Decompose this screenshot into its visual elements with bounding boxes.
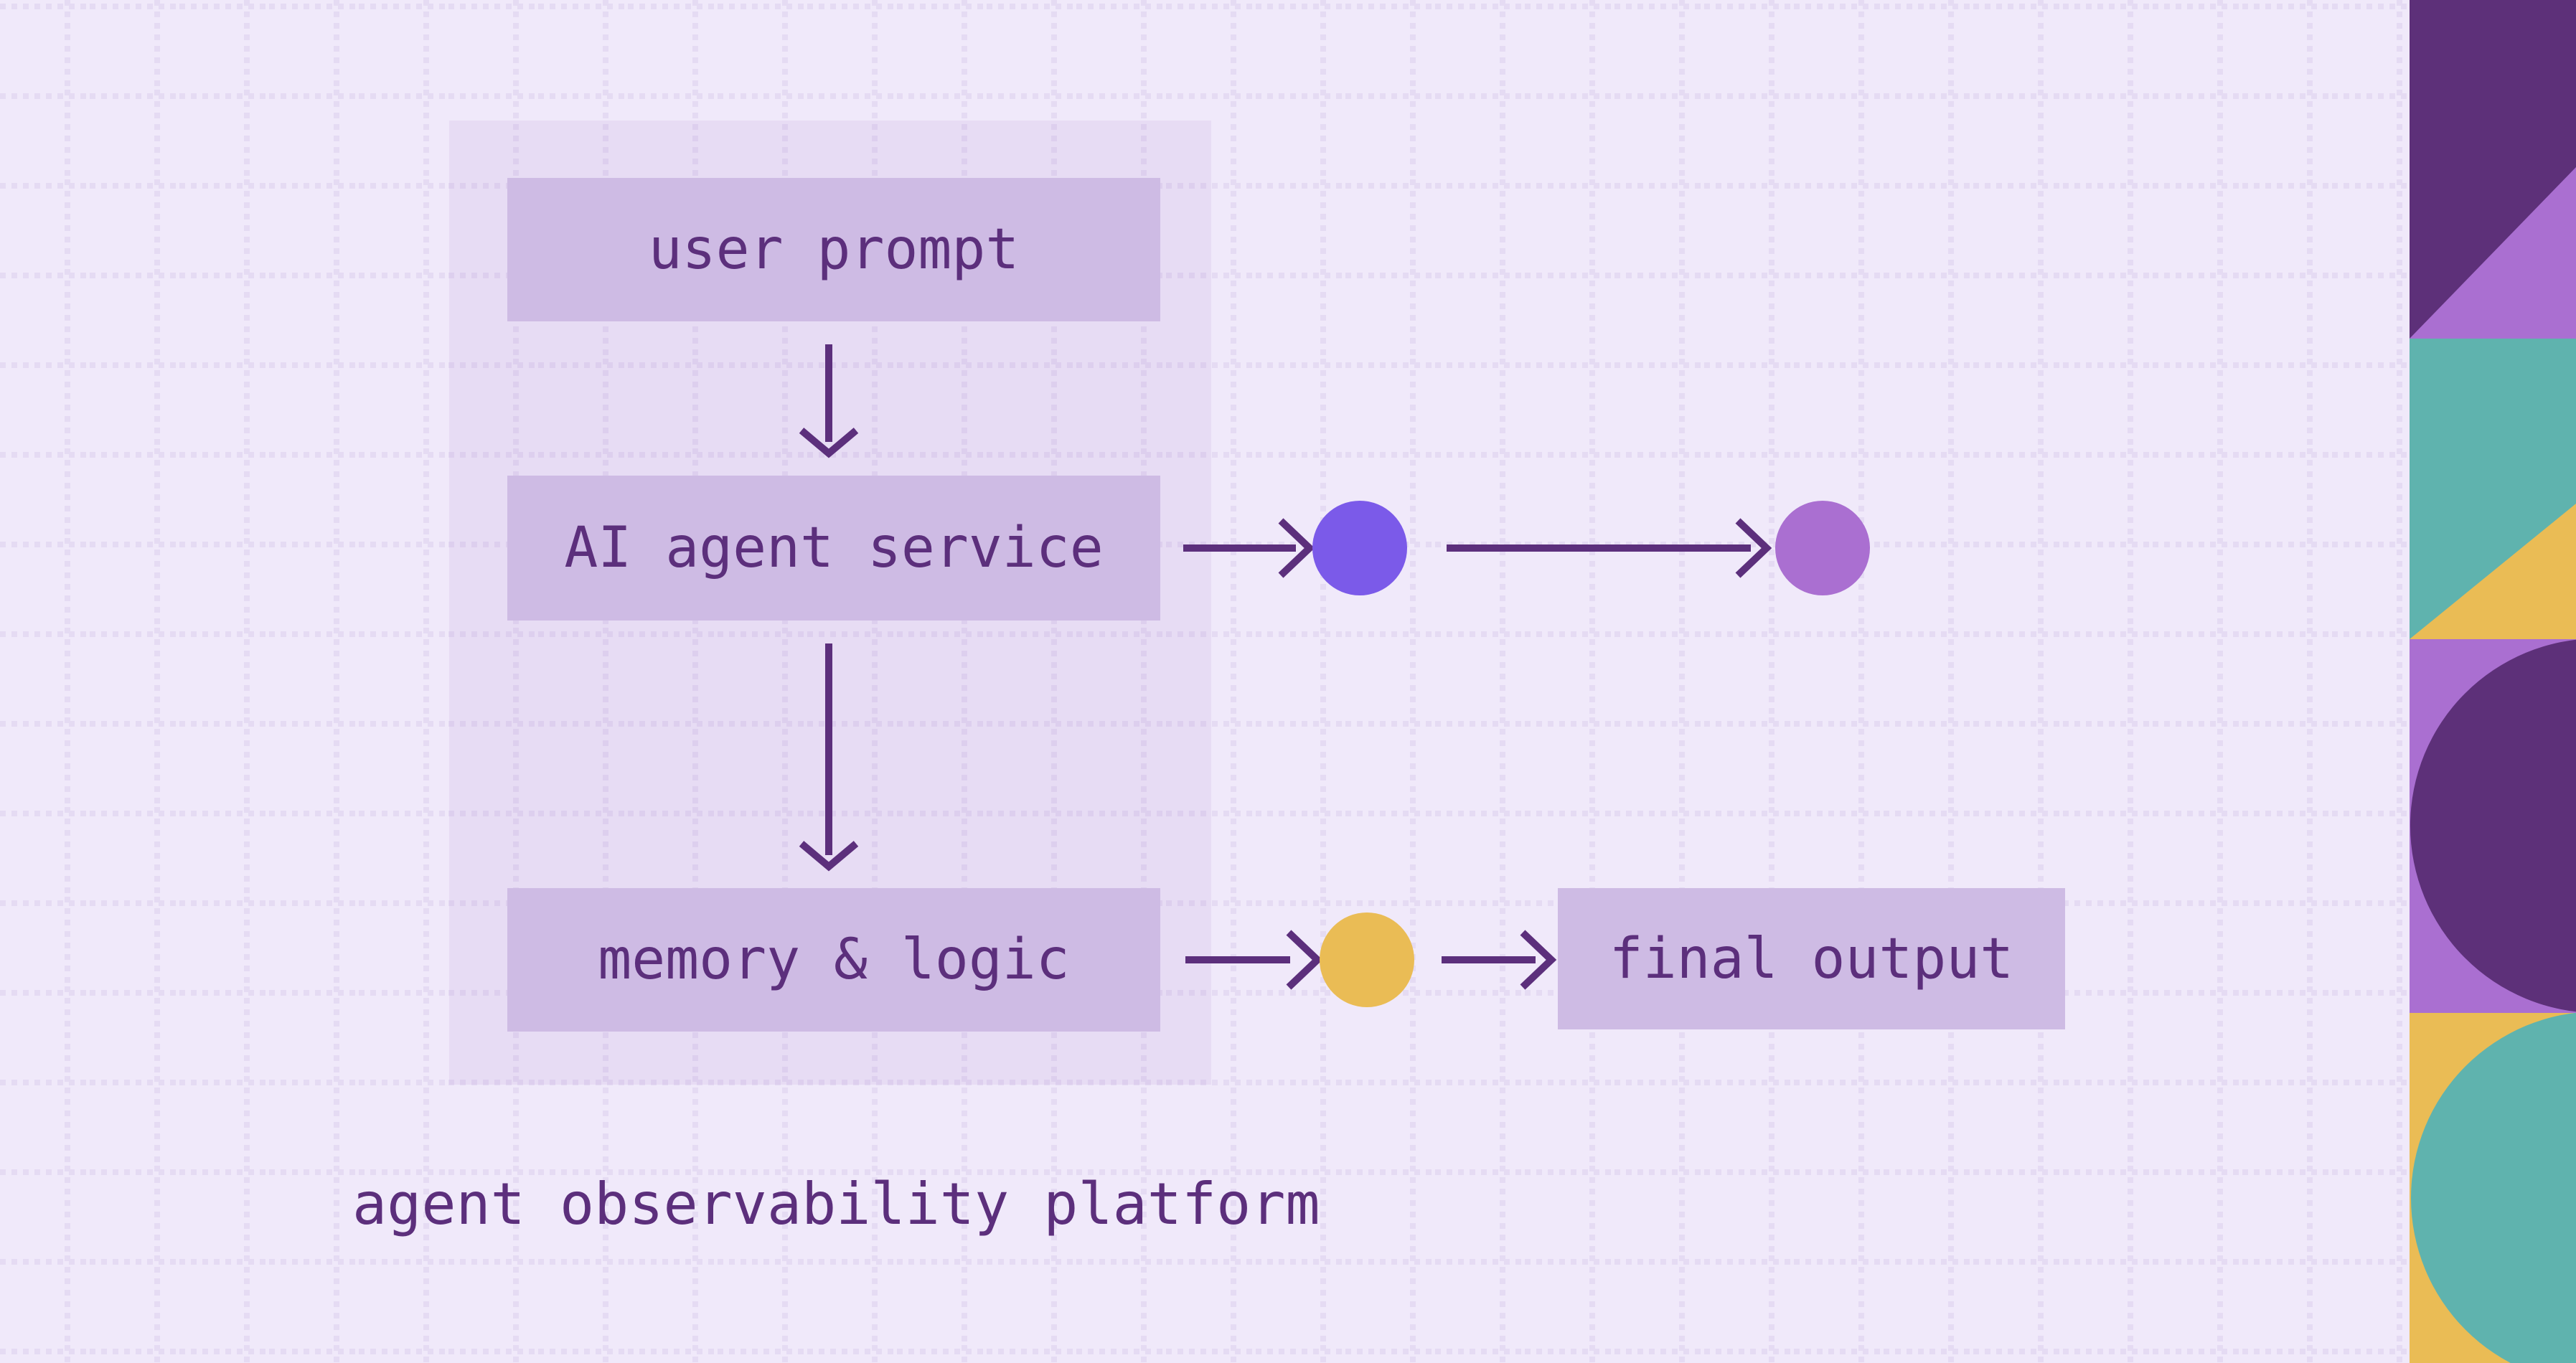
diagram-caption: agent observability platform [352, 1171, 1320, 1237]
node-memory-logic-label: memory & logic [598, 928, 1070, 992]
decorative-strip [2410, 0, 2576, 1363]
node-final-output-label: final output [1609, 926, 2014, 991]
violet-trace-dot [1312, 501, 1407, 595]
arrow-memory-to-yellow-dot [1185, 930, 1323, 990]
strip-teal-circle [2411, 1012, 2576, 1363]
arrow-yellow-dot-to-final-output [1442, 930, 1557, 990]
strip-yellow-triangle [2410, 504, 2576, 639]
arrow-agent-to-violet-dot [1183, 518, 1315, 578]
arrow-head-right-icon [1278, 518, 1315, 578]
arrow-head-right-icon [1520, 930, 1557, 990]
node-ai-agent-service: AI agent service [507, 476, 1160, 621]
arrow-agent-to-memory [799, 643, 859, 872]
arrow-violet-dot-to-orchid-dot [1447, 518, 1772, 578]
yellow-trace-dot [1320, 912, 1414, 1007]
strip-orchid-triangle [2410, 167, 2576, 339]
node-final-output: final output [1558, 888, 2065, 1029]
arrow-head-down-icon [799, 841, 859, 872]
orchid-trace-dot [1775, 501, 1870, 595]
node-user-prompt-label: user prompt [648, 217, 1020, 282]
node-ai-agent-service-label: AI agent service [564, 516, 1104, 580]
arrow-user-prompt-to-agent [799, 344, 859, 458]
node-user-prompt: user prompt [507, 178, 1160, 321]
arrow-head-down-icon [799, 428, 859, 458]
arrow-head-right-icon [1286, 930, 1323, 990]
strip-purple-circle [2410, 639, 2576, 1012]
arrow-head-right-icon [1735, 518, 1772, 578]
node-memory-logic: memory & logic [507, 888, 1160, 1032]
